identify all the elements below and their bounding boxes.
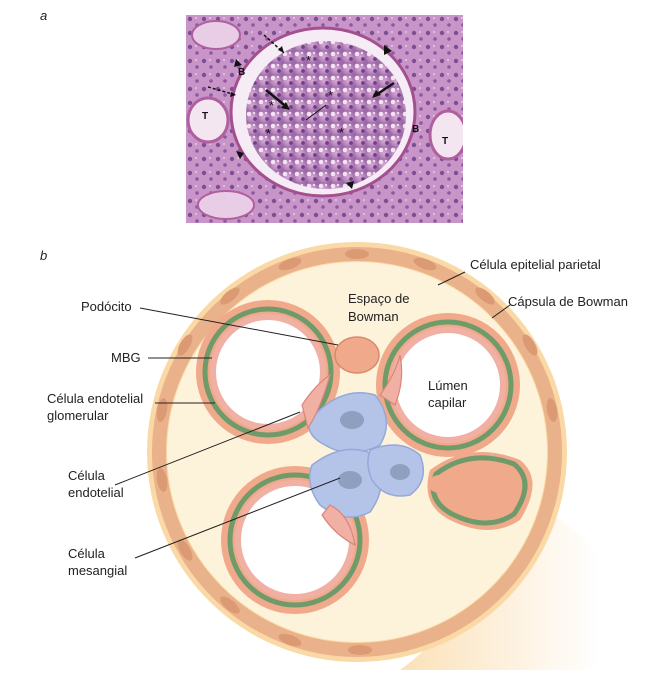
tubule-top [191,20,241,50]
svg-text:*: * [339,125,344,140]
tubule-bottom [197,190,255,220]
podocyte [334,336,380,374]
endothelial-cells [301,354,403,547]
label-glomerular-endothelial-cell: Célula endotelial glomerular [47,390,143,424]
tubule-right [428,109,463,161]
podocyte-small [428,475,452,493]
svg-text:*: * [328,88,333,103]
label-endothelial-line2: endotelial [68,485,124,500]
leader-lines [114,271,511,559]
panel-b-letter: b [40,248,48,263]
histology-micrograph: * * * * * B B T T [186,15,463,223]
label-mesangial-line1: Célula [68,546,105,561]
label-endothelial-cell: Célula endotelial [68,467,124,501]
label-gbm: MBG [111,350,141,365]
label-parietal-epithelial-cell: Célula epitelial parietal [470,257,601,272]
capillary-lumen-lower-left [241,486,349,594]
label-mesangial-line2: mesangial [68,563,128,578]
mesangial-cells [308,392,425,518]
photo-annotations: * * * * * [207,34,395,189]
svg-text:*: * [266,126,271,141]
photo-mark-b-left: B [238,67,245,78]
label-capillary-lumen-line1: Lúmen [428,378,468,393]
label-capillary-lumen: Lúmen capilar [428,377,468,411]
photo-mark-b-right: B [412,124,419,135]
svg-text:*: * [306,53,311,68]
photo-mark-t-right: T [442,136,448,147]
capillary-lumen-upper-left [216,320,320,424]
capillary-lumen-upper-right [396,333,500,437]
svg-text:*: * [269,98,274,113]
capillary-loops [196,300,533,614]
parietal-cell-nuclei [156,249,558,655]
label-endothelial-line1: Célula [68,468,105,483]
label-bowman-space-line2: Bowman [348,309,399,324]
panel-a-letter: a [40,8,48,23]
label-bowman-capsule: Cápsula de Bowman [508,294,628,309]
label-glomerular-endothelial-line2: glomerular [47,408,109,423]
label-bowman-space: Espaço de Bowman [348,290,409,326]
label-glomerular-endothelial-line1: Célula endotelial [47,391,144,406]
glomerular-tuft-photo [246,41,406,189]
tubule-left [186,96,230,144]
label-mesangial-cell: Célula mesangial [68,545,127,579]
label-podocyte: Podócito [81,299,132,314]
label-bowman-space-line1: Espaço de [348,291,410,306]
photo-mark-t-left: T [202,111,208,122]
label-capillary-lumen-line2: capilar [428,395,467,410]
